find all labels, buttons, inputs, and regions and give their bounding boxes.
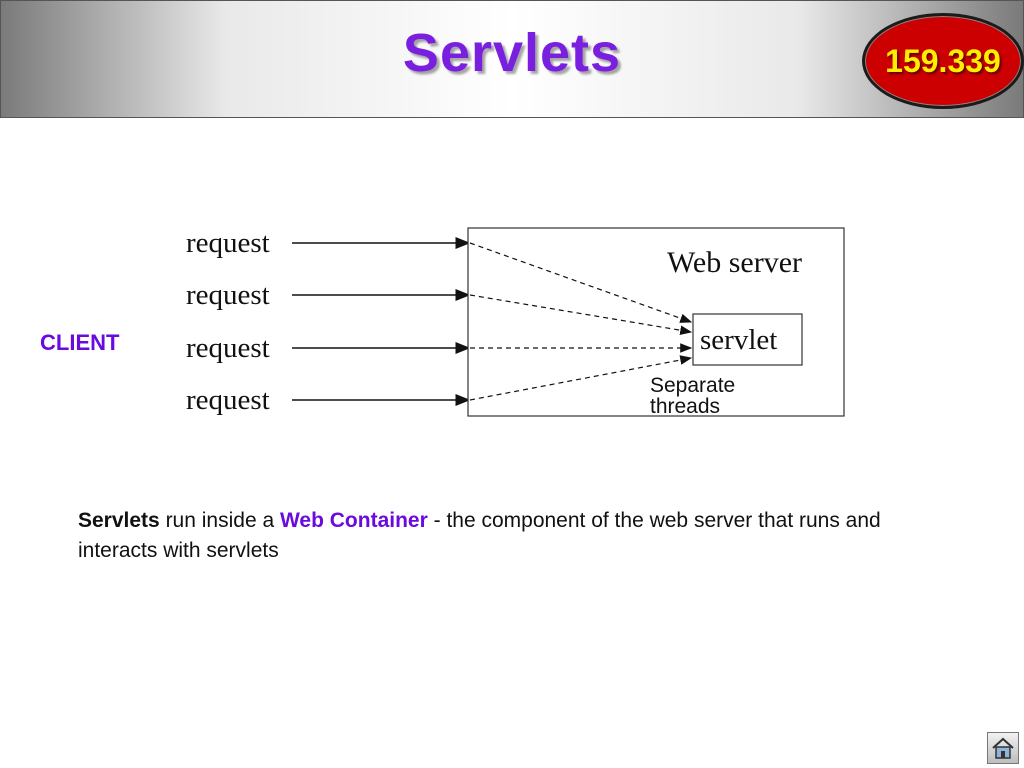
request-label-2: request xyxy=(186,279,270,311)
course-badge: 159.339 xyxy=(862,13,1024,109)
request-label-4: request xyxy=(186,384,270,416)
thread-arrow-4 xyxy=(469,355,693,401)
request-label-3: request xyxy=(186,332,270,364)
threads-label-line2: threads xyxy=(650,395,720,418)
description-part-1: run inside a xyxy=(159,509,280,532)
term-web-container: Web Container xyxy=(279,509,428,532)
servlet-label: servlet xyxy=(700,324,777,356)
description-text: Servlets run inside a Web Container - th… xyxy=(78,506,938,566)
term-servlets: Servlets xyxy=(78,509,160,532)
thread-arrow-2 xyxy=(469,294,693,335)
thread-arrow-1 xyxy=(469,242,693,323)
description-part-2: - the component of the web server that r… xyxy=(78,509,881,562)
client-label: CLIENT xyxy=(40,330,120,355)
course-badge-text: 159.339 xyxy=(885,42,1001,79)
web-server-label: Web server xyxy=(667,246,802,279)
home-button[interactable] xyxy=(987,732,1019,764)
servlet-box xyxy=(692,313,803,366)
slide-title: Servlets xyxy=(402,23,622,83)
title-bar xyxy=(0,0,1024,118)
threads-label-line1: Separate xyxy=(650,374,735,397)
home-icon xyxy=(992,737,1014,759)
request-label-1: request xyxy=(186,227,270,259)
